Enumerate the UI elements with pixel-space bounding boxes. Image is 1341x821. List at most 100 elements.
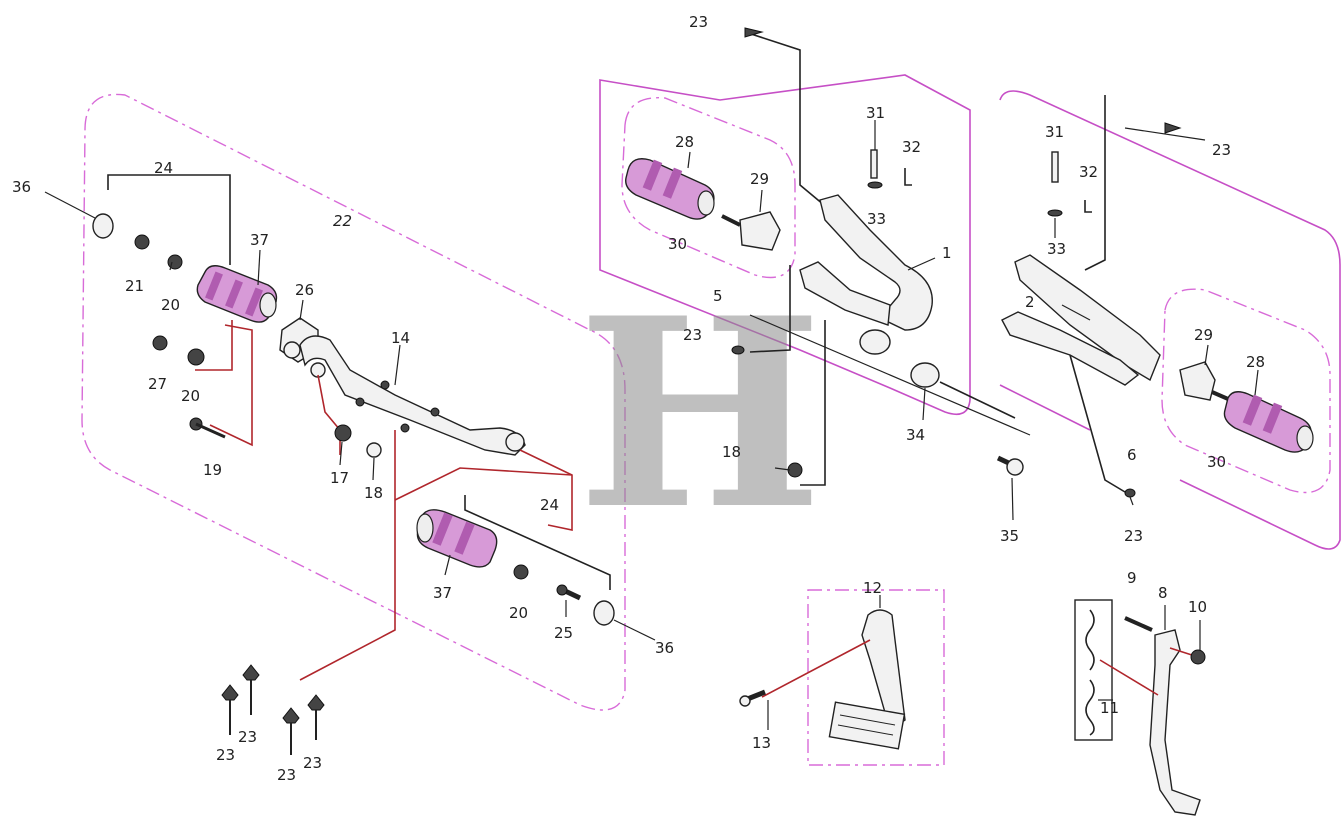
label-30-left: 30 <box>668 235 687 253</box>
label-19: 19 <box>203 461 222 479</box>
label-20-top: 20 <box>161 296 180 314</box>
label-32-right: 32 <box>1079 163 1098 181</box>
bracket-24-bottom <box>464 495 611 590</box>
label-22: 22 <box>333 212 352 230</box>
label-24-top: 24 <box>154 159 173 177</box>
label-20-lower: 20 <box>509 604 528 622</box>
fasteners-23-group <box>221 664 325 755</box>
label-31-left: 31 <box>866 104 885 122</box>
washer-33-left <box>867 181 883 189</box>
grip-28-right <box>1223 391 1314 453</box>
group-12-outline <box>807 589 945 766</box>
label-10: 10 <box>1188 598 1207 616</box>
pin-32-left <box>904 168 912 186</box>
bolt-19 <box>189 417 226 439</box>
group-outlines <box>81 74 1341 766</box>
brake-pedal-12 <box>739 609 906 750</box>
label-8: 8 <box>1158 584 1168 602</box>
arm-1 <box>819 194 933 331</box>
label-25: 25 <box>554 624 573 642</box>
clamp-29-left <box>739 211 781 251</box>
kickstand-8 <box>1085 609 1206 816</box>
bolt-31-right <box>1051 151 1059 183</box>
bushing-34 <box>910 362 940 388</box>
nut-18-left <box>366 442 382 458</box>
label-20-mid: 20 <box>181 387 200 405</box>
washer-20-lower <box>513 564 529 580</box>
label-29-left: 29 <box>750 170 769 188</box>
leader-red-left <box>195 320 253 447</box>
cap-36-left <box>92 213 114 239</box>
group-upper-center-outline <box>599 74 971 416</box>
label-24-bottom: 24 <box>540 496 559 514</box>
label-33-right: 33 <box>1047 240 1066 258</box>
label-23-d: 23 <box>303 754 322 772</box>
label-31-right: 31 <box>1045 123 1064 141</box>
label-23-top: 23 <box>689 13 708 31</box>
cap-36-right <box>593 600 615 626</box>
label-12: 12 <box>863 579 882 597</box>
label-2: 2 <box>1025 293 1035 311</box>
left-assembly <box>44 174 656 755</box>
bolt-13 <box>739 689 766 707</box>
label-34: 34 <box>906 426 925 444</box>
bar-14 <box>299 335 526 456</box>
label-26: 26 <box>295 281 314 299</box>
label-29-right: 29 <box>1194 326 1213 344</box>
washer-20-top <box>167 254 183 270</box>
nut-17 <box>334 424 352 442</box>
nut-18-center <box>787 462 803 478</box>
label-14: 14 <box>391 329 410 347</box>
label-18-left: 18 <box>364 484 383 502</box>
right-assembly <box>1001 95 1314 498</box>
label-1: 1 <box>942 244 952 262</box>
label-23-c: 23 <box>277 766 296 784</box>
label-36-left: 36 <box>12 178 31 196</box>
label-11: 11 <box>1100 699 1119 717</box>
nut-27 <box>152 335 168 351</box>
washer-20-mid <box>187 348 205 366</box>
callout-labels: 1 2 5 6 8 9 10 11 12 13 14 17 18 18 19 2… <box>12 13 1265 784</box>
bracket-24-top <box>107 174 231 265</box>
group-30-right-outline <box>1161 288 1331 494</box>
label-28-right: 28 <box>1246 353 1265 371</box>
label-13: 13 <box>752 734 771 752</box>
arm-2 <box>1014 254 1161 382</box>
label-9: 9 <box>1127 569 1137 587</box>
grip-28-left <box>625 158 715 220</box>
clamp-29-right <box>1179 361 1216 401</box>
label-30-right: 30 <box>1207 453 1226 471</box>
label-37-lower: 37 <box>433 584 452 602</box>
label-36-right: 36 <box>655 639 674 657</box>
label-23-right-low: 23 <box>1124 527 1143 545</box>
washer-21 <box>134 234 150 250</box>
label-33-left: 33 <box>867 210 886 228</box>
label-18-center: 18 <box>722 443 741 461</box>
nut-10 <box>1190 649 1206 665</box>
label-35: 35 <box>1000 527 1019 545</box>
group-22-outline <box>81 93 626 711</box>
bolt-35 <box>996 455 1024 476</box>
label-21: 21 <box>125 277 144 295</box>
grip-37-left <box>196 265 278 323</box>
label-5: 5 <box>713 287 723 305</box>
watermark-letter: H <box>577 262 823 567</box>
label-23-center: 23 <box>683 326 702 344</box>
center-assembly <box>625 27 1031 486</box>
label-27: 27 <box>148 375 167 393</box>
bolt-31-left <box>870 149 878 179</box>
label-6: 6 <box>1127 446 1137 464</box>
label-17: 17 <box>330 469 349 487</box>
label-23-a: 23 <box>216 746 235 764</box>
group-11-outline <box>1074 599 1113 741</box>
arm-5 <box>799 261 891 326</box>
group-30-left-outline <box>621 97 796 279</box>
label-37-left: 37 <box>250 231 269 249</box>
label-28-left: 28 <box>675 133 694 151</box>
group-right-outline <box>999 90 1341 550</box>
label-leaders <box>169 120 1259 730</box>
label-32-left: 32 <box>902 138 921 156</box>
label-23-b: 23 <box>238 728 257 746</box>
pin-32-right <box>1084 200 1092 213</box>
